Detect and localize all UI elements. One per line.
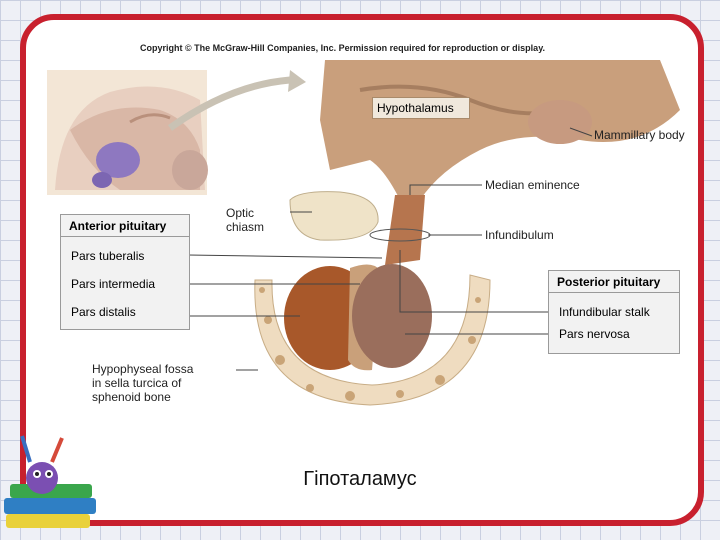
fossa-label-line3: sphenoid bone	[92, 390, 171, 404]
pars-intermedia-label: Pars intermedia	[71, 277, 156, 291]
posterior-pituitary-title: Posterior pituitary	[549, 271, 679, 293]
anterior-pituitary-box: Anterior pituitary Pars tuberalis Pars i…	[60, 214, 190, 330]
anterior-pituitary-title: Anterior pituitary	[61, 215, 189, 237]
pars-nervosa-label: Pars nervosa	[559, 327, 630, 341]
infundibulum-shape	[385, 195, 425, 265]
slide-caption: Гіпоталамус	[303, 468, 417, 490]
optic-chiasm-label-line2: chiasm	[226, 220, 265, 234]
infundibular-stalk-label: Infundibular stalk	[559, 305, 650, 319]
fossa-label-line1: Hypophyseal fossa	[92, 362, 194, 376]
posterior-pituitary-box: Posterior pituitary Infundibular stalk P…	[548, 270, 680, 354]
copyright-notice: Copyright © The McGraw-Hill Companies, I…	[140, 43, 546, 53]
infundibulum-label: Infundibulum	[485, 228, 554, 242]
pointer-arrow	[167, 76, 291, 131]
median-eminence-label: Median eminence	[485, 178, 580, 192]
pars-distalis-label: Pars distalis	[71, 305, 136, 319]
fossa-label-line2: in sella turcica of	[92, 376, 182, 390]
brain-inset-image	[47, 70, 208, 195]
hypothalamus-label: Hypothalamus	[372, 97, 470, 119]
optic-chiasm-shape	[289, 191, 379, 241]
mammillary-body-shape	[528, 100, 592, 144]
optic-chiasm-label-line1: Optic	[226, 206, 255, 220]
mammillary-body-label: Mammillary body	[594, 128, 685, 142]
pars-nervosa-shape	[352, 264, 432, 368]
books-pencil-decoration	[4, 435, 96, 528]
pars-tuberalis-label: Pars tuberalis	[71, 249, 145, 263]
